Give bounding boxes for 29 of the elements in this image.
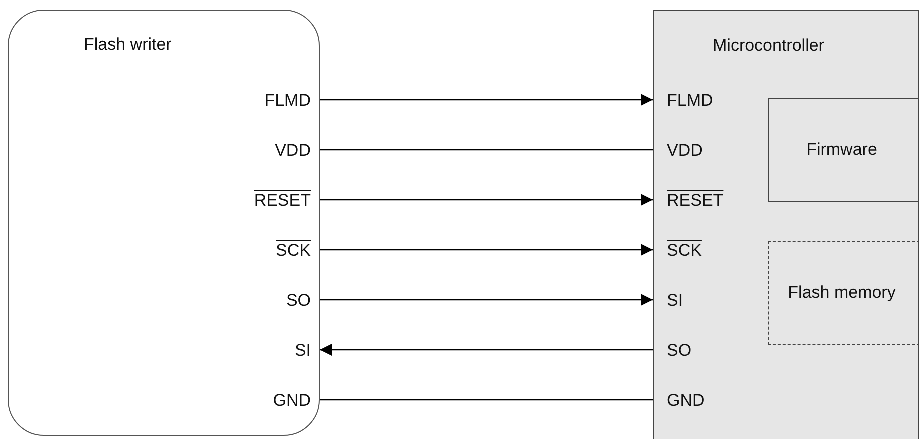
chip-title: Microcontroller	[713, 36, 824, 56]
pin-label: GND	[667, 391, 705, 411]
pin-label: VDD	[275, 141, 311, 161]
device-title: Flash writer	[84, 35, 172, 55]
signal-line	[320, 399, 653, 401]
block-box	[768, 241, 919, 345]
device-box	[8, 10, 320, 436]
chip-box	[653, 10, 919, 439]
signal-line	[320, 244, 653, 256]
pin-label: RESET	[667, 191, 724, 211]
block-label: Firmware	[806, 140, 878, 160]
signal-line	[320, 149, 653, 151]
pin-label: SCK	[276, 241, 311, 261]
signal-line	[320, 344, 653, 356]
pin-label: FLMD	[667, 91, 714, 111]
pin-label: SCK	[667, 241, 702, 261]
block-box	[768, 98, 919, 202]
pin-label: SO	[286, 291, 311, 311]
pin-label: SI	[294, 341, 311, 361]
signal-line	[320, 294, 653, 306]
pin-label: VDD	[667, 141, 703, 161]
block-label: Flash memory	[787, 283, 897, 303]
pin-label: FLMD	[264, 91, 311, 111]
signal-line	[320, 194, 653, 206]
pin-label: SI	[667, 291, 684, 311]
signal-line	[320, 94, 653, 106]
pin-label: SO	[667, 341, 692, 361]
pin-label: GND	[273, 391, 311, 411]
pin-label: RESET	[254, 191, 311, 211]
